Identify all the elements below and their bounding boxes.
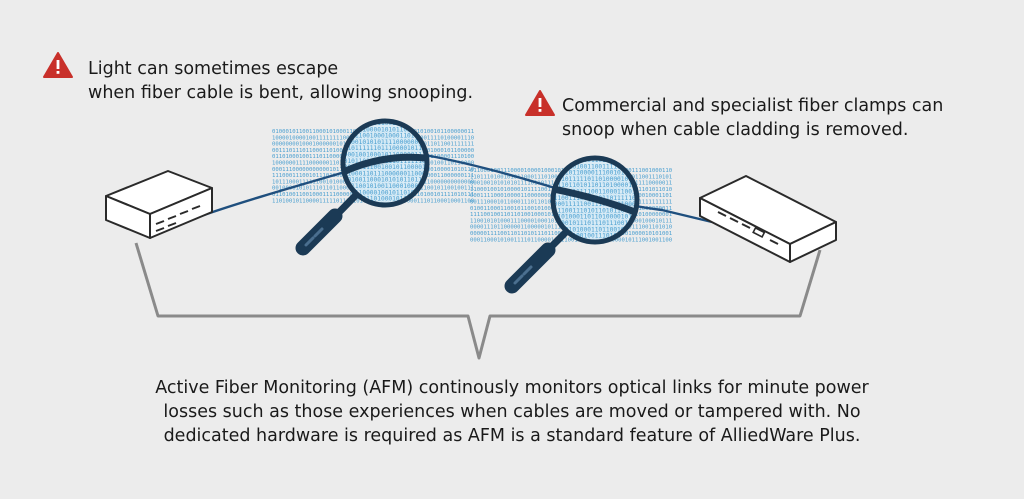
bend-snooping-callout: Light can sometimes escape when fiber ca…	[88, 57, 473, 105]
binary-text-row: 01010001101000101100010010	[340, 196, 437, 203]
warning-icon	[525, 90, 555, 116]
binary-text-row: 01111100100010001101111011	[340, 133, 437, 140]
magnifying-glass-icon: 1011110010011010011010100101101101001100…	[504, 155, 647, 294]
binary-text-row: 01101111110111000010111011	[340, 145, 437, 152]
binary-text-row: 10110111110110100001010011	[550, 176, 647, 183]
description-line: losses such as those experiences when ca…	[163, 402, 861, 422]
binary-text-row: 01110011101011010110010111	[550, 207, 647, 214]
binary-text-row: 11101011000011100101100000	[550, 170, 647, 177]
binary-text-row: 11000101110111011100100010	[550, 220, 647, 227]
binary-text-row: 00011100001001011010000010	[340, 189, 437, 196]
binary-text-row: 10101001101100110101011001	[340, 120, 437, 127]
binary-text-row: 0001100010100111101100001111100111111111…	[470, 237, 672, 243]
binary-text-row: 01100101010111100000000101	[340, 139, 437, 146]
binary-text-row: 00010011000101010110111111	[340, 177, 437, 184]
network-switch-icon	[699, 175, 837, 263]
binary-text-row: 01100011011100000011000000	[340, 170, 437, 177]
binary-text-row: 10111001010011000100011000	[340, 183, 437, 190]
binary-text-row: 10101110010011101010011111	[550, 233, 647, 240]
binary-text-row: 00110110101101101000011101	[550, 182, 647, 189]
network-switch-icon	[105, 170, 213, 239]
grouping-bracket	[134, 242, 822, 360]
description-line: Active Fiber Monitoring (AFM) continousl…	[155, 378, 869, 398]
binary-text-row: 00001111100111011001000011	[550, 201, 647, 208]
magnifying-glass-icon: 1010100110110011010101100100001110000101…	[295, 118, 437, 256]
afm-description: Active Fiber Monitoring (AFM) continousl…	[0, 376, 1024, 448]
callout-text-line: when fiber cable is bent, allowing snoop…	[88, 83, 474, 103]
clamp-snooping-callout: Commercial and specialist fiber clamps c…	[562, 94, 943, 142]
binary-text-row: 01101101001100111111110110	[550, 163, 647, 170]
binary-text-row: 10111100100110100110101001	[550, 157, 647, 164]
binary-text-row: 10000011100100101100001011	[340, 164, 437, 171]
binary-text-row: 01000101000110110010101111	[550, 226, 647, 233]
binary-text-row: 00001011111001100011001111	[550, 189, 647, 196]
binary-text-row: 00001110000101011010100010	[340, 126, 437, 133]
callout-text-line: Light can sometimes escape	[88, 59, 339, 79]
callout-text-line: snoop when cable cladding is removed.	[562, 120, 909, 140]
binary-text-row: 10001001000101100000111100	[340, 152, 437, 159]
callout-text-line: Commercial and specialist fiber clamps c…	[562, 96, 944, 116]
warning-icon	[43, 52, 73, 78]
description-line: dedicated hardware is required as AFM is…	[163, 426, 861, 446]
binary-text-row: 01101000110110100001011011	[550, 214, 647, 221]
